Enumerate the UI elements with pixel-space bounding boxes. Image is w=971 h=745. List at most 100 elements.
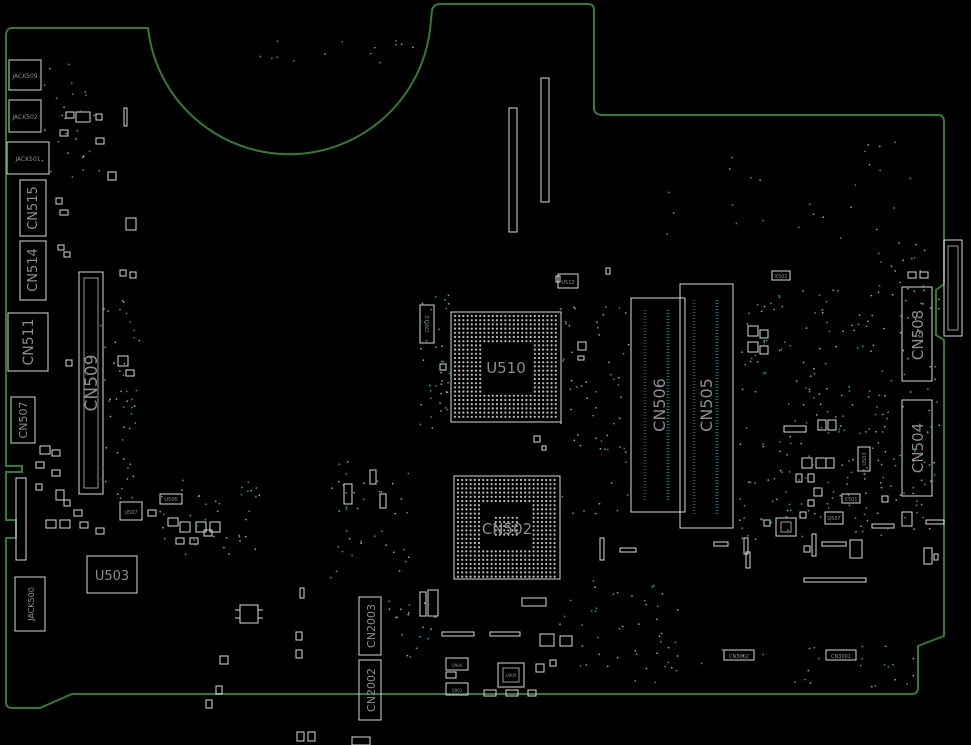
bga-ball xyxy=(550,323,553,326)
via xyxy=(125,390,128,393)
bga-ball xyxy=(532,550,535,553)
bga-ball xyxy=(549,575,552,578)
passive-part xyxy=(901,511,913,527)
bga-ball xyxy=(554,356,557,360)
bga-ball xyxy=(470,352,473,355)
cn508-label: CN508 xyxy=(909,310,927,360)
bga-ball xyxy=(456,516,460,519)
bga-ball xyxy=(453,361,457,364)
bga-ball xyxy=(500,407,503,410)
bga-ball xyxy=(469,567,472,570)
bga-ball xyxy=(479,403,482,406)
via xyxy=(623,447,626,450)
via xyxy=(822,216,825,219)
bga-ball xyxy=(491,394,494,397)
via xyxy=(422,626,424,629)
via xyxy=(612,593,615,596)
bga-ball xyxy=(461,508,464,511)
bga-ball xyxy=(479,361,482,364)
bga-ball xyxy=(519,487,523,490)
bga-ball xyxy=(507,567,510,570)
bga-ball xyxy=(519,554,523,557)
via xyxy=(783,341,786,344)
via xyxy=(583,510,585,513)
bga-ball xyxy=(546,352,549,355)
via xyxy=(773,308,775,311)
bga-ball xyxy=(491,323,494,326)
via xyxy=(813,367,815,370)
via xyxy=(821,309,824,311)
via xyxy=(239,540,241,542)
via xyxy=(767,479,770,481)
bga-ball xyxy=(554,352,557,355)
bga-ball xyxy=(466,386,469,389)
via xyxy=(819,516,822,518)
bga-ball xyxy=(537,314,541,318)
via xyxy=(770,521,773,524)
bga-ball xyxy=(474,369,478,372)
bga-ball xyxy=(470,331,473,334)
via xyxy=(440,383,443,386)
via xyxy=(863,513,866,516)
bga-ball xyxy=(465,575,468,578)
via xyxy=(441,380,444,382)
bga-ball xyxy=(525,407,528,410)
bga-ball xyxy=(483,314,486,318)
bga-ball xyxy=(453,373,457,376)
bga-ball xyxy=(528,487,531,490)
via xyxy=(754,354,757,357)
via xyxy=(906,287,909,290)
via xyxy=(827,481,830,484)
bga-ball xyxy=(545,525,548,528)
bga-ball xyxy=(550,344,553,347)
via xyxy=(345,530,348,532)
via xyxy=(65,132,67,135)
via xyxy=(788,503,791,506)
via xyxy=(892,663,894,666)
passive-part xyxy=(747,341,759,353)
via xyxy=(902,349,905,352)
bga-ball xyxy=(498,562,502,566)
bga-ball xyxy=(465,571,468,574)
bga-ball xyxy=(462,403,465,406)
via xyxy=(744,363,747,366)
via xyxy=(44,129,46,132)
bga-ball xyxy=(456,537,460,540)
bga-ball xyxy=(545,554,548,557)
bga-ball xyxy=(491,403,494,406)
via xyxy=(419,423,422,426)
bga-ball xyxy=(553,508,556,511)
bga-ball xyxy=(482,558,485,561)
bga-ball xyxy=(515,487,518,490)
via xyxy=(121,439,124,441)
bga-ball xyxy=(512,314,515,318)
right-edge-connector xyxy=(943,239,963,337)
via xyxy=(559,347,562,350)
bga-ball xyxy=(512,394,515,397)
bga-ball xyxy=(470,407,473,410)
bga-ball xyxy=(500,331,503,334)
via xyxy=(351,554,353,557)
bga-ball xyxy=(477,491,481,494)
bga-ball xyxy=(479,386,482,389)
bga-ball xyxy=(498,478,502,482)
bga-ball xyxy=(466,398,469,402)
passive-part xyxy=(821,541,847,547)
bga-ball xyxy=(533,377,536,381)
via xyxy=(763,344,765,347)
bga-ball xyxy=(465,520,468,524)
via xyxy=(598,653,601,656)
bga-ball xyxy=(554,331,557,334)
bga-ball xyxy=(537,390,541,393)
bga-ball xyxy=(553,571,556,574)
passive-part xyxy=(65,359,73,367)
bga-ball xyxy=(532,541,535,545)
via xyxy=(120,487,123,490)
via xyxy=(660,632,663,635)
passive-part xyxy=(55,489,65,501)
bga-ball xyxy=(453,323,457,326)
bga-ball xyxy=(542,327,545,330)
bga-ball xyxy=(458,386,461,389)
bga-ball xyxy=(461,478,464,482)
bga-ball xyxy=(477,533,481,536)
